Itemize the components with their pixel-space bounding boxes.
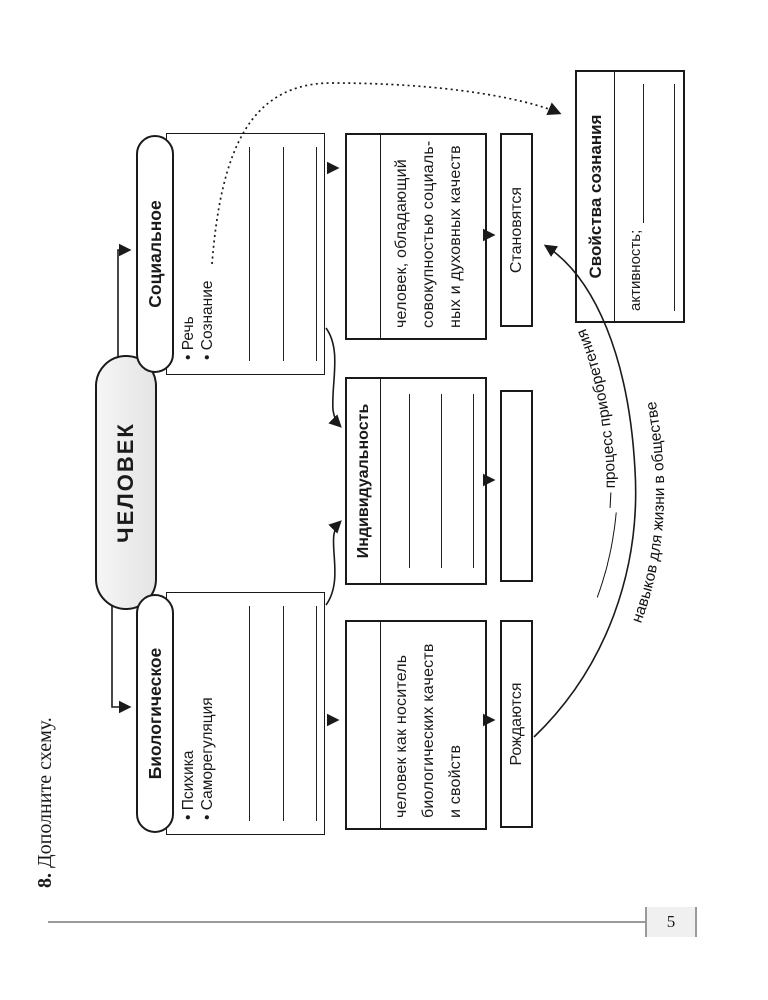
individuality-header: Индивидуальность [347, 379, 381, 583]
individual-box: человек как носитель биологических качес… [345, 620, 487, 830]
bullet-item: • Психика [180, 750, 197, 820]
task-text: Дополните схему. [34, 717, 56, 868]
result-blank-box [500, 390, 533, 582]
blank-line [316, 606, 317, 821]
socialization-label-line1: __________ — процесс приобретения [573, 326, 618, 598]
social-to-individuality-arrow [325, 327, 342, 428]
personality-header-blank [347, 135, 381, 338]
task-number: 8. [34, 873, 56, 888]
individual-header-blank [347, 622, 381, 828]
blank-line [249, 606, 250, 821]
personality-box: человек, обладающий совокупностью социал… [345, 133, 487, 340]
blank-line [441, 394, 442, 568]
bullet-dot: • [180, 354, 197, 360]
biological-to-individuality-arrow [325, 520, 342, 606]
page-number: 5 [666, 912, 676, 931]
blank-line [316, 147, 317, 361]
born-box: Рождаются [500, 620, 533, 828]
page-number-box: 5 [645, 907, 697, 937]
biological-label-pill: Биологическое [136, 594, 174, 833]
consciousness-header: Свойства сознания [577, 72, 615, 321]
blank-line [473, 394, 474, 568]
bullet-dot: • [180, 814, 197, 820]
bullet-item: • Саморегуляция [199, 697, 216, 820]
blank-line [283, 606, 284, 821]
bullet-item: • Речь [180, 316, 197, 360]
blank-line [283, 147, 284, 361]
consciousness-box: Свойства сознания активность; [575, 70, 685, 323]
biological-bullet-list: • Психика • Саморегуляция [179, 697, 217, 820]
blank-line [249, 147, 250, 361]
biological-box: • Психика • Саморегуляция [166, 592, 325, 835]
root-to-biological-connector [111, 606, 132, 714]
blank-line [643, 84, 644, 223]
socialization-label-line2: навыков для жизни в обществе [629, 400, 669, 625]
blank-line [674, 84, 675, 311]
social-box: • Речь • Сознание [166, 133, 325, 375]
personality-definition: человек, обладающий совокупностью социал… [393, 140, 464, 328]
root-node-chelovek: ЧЕЛОВЕК [95, 355, 157, 610]
become-box: Становятся [500, 133, 533, 327]
bullet-dot: • [199, 814, 216, 820]
task-heading: 8. Дополните схему. [34, 717, 57, 888]
social-label-pill: Социальное [136, 135, 174, 373]
consciousness-item: активность; [627, 229, 644, 311]
bullet-dot: • [199, 354, 216, 360]
bullet-item: • Сознание [199, 280, 216, 360]
footer-rule [48, 921, 645, 923]
social-bullet-list: • Речь • Сознание [179, 280, 217, 360]
root-to-social-connector [117, 243, 132, 358]
individuality-box: Индивидуальность [345, 377, 487, 585]
individual-definition: человек как носитель биологических качес… [393, 643, 464, 818]
blank-line [409, 394, 410, 568]
